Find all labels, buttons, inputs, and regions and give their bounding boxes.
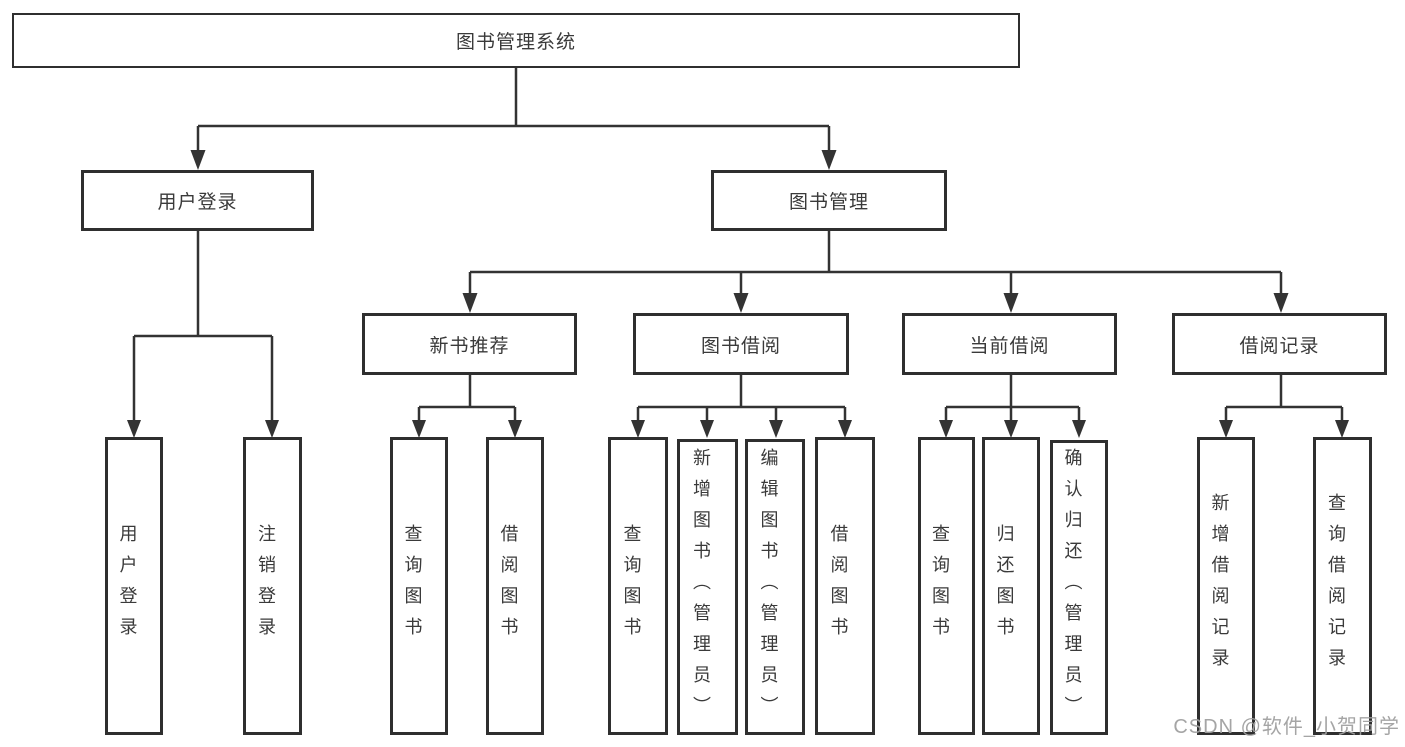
leaf-user-login-label: 用户登录	[117, 524, 138, 648]
node-new-book-recommend: 新书推荐	[362, 313, 577, 375]
leaf-query-book-borrow-label: 查询图书	[621, 524, 642, 648]
leaf-logout: 注销登录	[243, 437, 302, 735]
leaf-query-book-current: 查询图书	[918, 437, 975, 735]
leaf-query-book-recommend: 查询图书	[390, 437, 448, 735]
leaf-confirm-return-admin-label: 确认归还（管理员）	[1062, 448, 1083, 727]
node-book-management: 图书管理	[711, 170, 947, 231]
node-current-borrow: 当前借阅	[902, 313, 1117, 375]
node-book-borrow: 图书借阅	[633, 313, 849, 375]
leaf-return-book: 归还图书	[982, 437, 1040, 735]
leaf-add-borrow-record-label: 新增借阅记录	[1209, 493, 1230, 679]
leaf-query-borrow-record-label: 查询借阅记录	[1326, 493, 1346, 679]
leaf-logout-label: 注销登录	[256, 524, 276, 648]
node-user-login: 用户登录	[81, 170, 314, 231]
leaf-edit-book-admin-label: 编辑图书（管理员）	[758, 447, 779, 727]
leaf-borrow-book-label: 借阅图书	[828, 524, 849, 648]
leaf-borrow-book: 借阅图书	[815, 437, 875, 735]
leaf-add-book-admin: 新增图书（管理员）	[677, 439, 738, 735]
leaf-borrow-book-recommend-label: 借阅图书	[498, 524, 519, 648]
leaf-query-book-borrow: 查询图书	[608, 437, 668, 735]
leaf-return-book-label: 归还图书	[994, 524, 1015, 648]
leaf-borrow-book-recommend: 借阅图书	[486, 437, 544, 735]
leaf-add-book-admin-label: 新增图书（管理员）	[691, 447, 711, 727]
watermark: CSDN @软件_小贺同学	[1173, 716, 1400, 738]
leaf-query-book-recommend-label: 查询图书	[402, 524, 423, 648]
leaf-add-borrow-record: 新增借阅记录	[1197, 437, 1255, 735]
leaf-confirm-return-admin: 确认归还（管理员）	[1050, 440, 1108, 735]
node-root-system: 图书管理系统	[12, 13, 1020, 68]
node-borrow-record: 借阅记录	[1172, 313, 1387, 375]
leaf-query-borrow-record: 查询借阅记录	[1313, 437, 1372, 735]
leaf-query-book-current-label: 查询图书	[930, 524, 950, 648]
leaf-user-login: 用户登录	[105, 437, 163, 735]
leaf-edit-book-admin: 编辑图书（管理员）	[745, 439, 805, 735]
